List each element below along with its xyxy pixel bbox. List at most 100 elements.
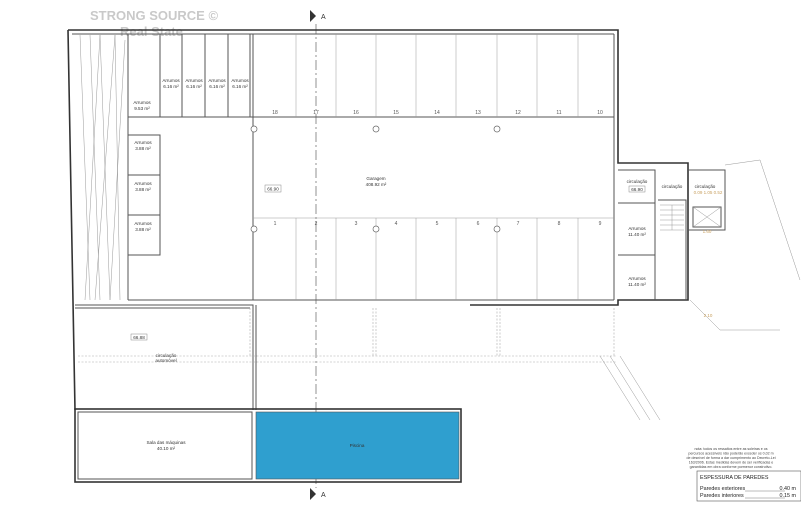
svg-text:Arrumos: Arrumos xyxy=(628,276,646,281)
parking-numbers-top: 18 17 16 15 14 13 12 11 10 xyxy=(272,110,603,116)
svg-text:circulação: circulação xyxy=(695,184,716,189)
svg-text:40.10 m²: 40.10 m² xyxy=(157,446,176,451)
parking-number: 6 xyxy=(477,221,480,227)
pool xyxy=(255,411,460,480)
svg-text:Arrumos: Arrumos xyxy=(134,181,152,186)
parking-number: 18 xyxy=(272,110,278,116)
parking-number: 11 xyxy=(556,110,561,116)
parking-number: 10 xyxy=(597,110,603,116)
svg-text:3.88 m²: 3.88 m² xyxy=(135,146,151,151)
svg-text:408.92 m²: 408.92 m² xyxy=(366,182,387,187)
svg-text:Arrumos: Arrumos xyxy=(134,221,152,226)
car-circulation-label: 66.88 circulação automóvel xyxy=(130,333,177,363)
svg-text:Paredes interiores: Paredes interiores xyxy=(700,493,744,499)
pool-label: Piscina xyxy=(350,443,365,448)
parking-number: 4 xyxy=(395,221,398,227)
site-boundary xyxy=(689,159,801,331)
svg-text:de desnível de forma a dar cum: de desnível de forma a dar cumprimento a… xyxy=(686,456,775,460)
svg-text:6.16 m²: 6.16 m² xyxy=(232,84,248,89)
svg-text:163/2006. Estas medidas devem: 163/2006. Estas medidas devem de ser ver… xyxy=(689,461,774,465)
parking-number: 8 xyxy=(558,221,561,227)
parking-stall-lines xyxy=(253,34,614,300)
svg-text:3.88 m²: 3.88 m² xyxy=(135,227,151,232)
lower-walls xyxy=(75,304,257,410)
watermark-line2: Real State xyxy=(120,24,183,39)
storage-left-partitions xyxy=(128,134,161,256)
parking-number: 14 xyxy=(434,110,440,116)
ramp-exterior xyxy=(599,355,661,421)
structural-columns xyxy=(250,125,501,233)
svg-text:9.53 m²: 9.53 m² xyxy=(134,106,150,111)
parking-number: 5 xyxy=(436,221,439,227)
accessibility-note: nota: todos os ressaltos entre as soleir… xyxy=(686,447,775,469)
svg-text:circulação: circulação xyxy=(662,184,683,189)
svg-text:1.60: 1.60 xyxy=(703,229,712,234)
svg-text:Arrumos: Arrumos xyxy=(208,78,226,83)
svg-text:Paredes exteriores: Paredes exteriores xyxy=(700,486,746,492)
svg-text:66.90: 66.90 xyxy=(631,187,643,192)
storage-partitions xyxy=(159,34,251,117)
svg-text:Arrumos: Arrumos xyxy=(628,226,646,231)
svg-text:0.40 m: 0.40 m xyxy=(780,486,797,492)
svg-text:11.40 m²: 11.40 m² xyxy=(628,282,646,287)
garage-label: Garagem 408.92 m² xyxy=(366,176,387,187)
right-block-walls xyxy=(618,169,726,300)
section-marker-top: A xyxy=(310,10,326,22)
svg-text:Arrumos: Arrumos xyxy=(185,78,203,83)
wall-thickness-table: ESPESSURA DE PAREDES Paredes exteriores … xyxy=(696,470,801,502)
svg-text:percursos acessíveis não poder: percursos acessíveis não poderão exceder… xyxy=(688,452,773,456)
storage-large-label: Arrumos 9.53 m² xyxy=(133,100,151,111)
svg-text:6.16 m²: 6.16 m² xyxy=(163,84,179,89)
interior-walls xyxy=(72,33,615,301)
svg-text:circulação: circulação xyxy=(156,353,177,358)
svg-text:circulação: circulação xyxy=(627,179,648,184)
dimension-bottom-right: 2.10 xyxy=(704,313,713,318)
parking-number: 17 xyxy=(313,110,319,116)
parking-number: 1 xyxy=(274,221,277,227)
elevator: 1.60 0.09 1.05 0.52 xyxy=(692,190,723,234)
svg-text:Garagem: Garagem xyxy=(366,176,385,181)
svg-text:Sala das máquinas: Sala das máquinas xyxy=(146,440,186,445)
svg-text:A: A xyxy=(321,492,326,499)
stairs xyxy=(660,204,684,231)
svg-text:3.88 m²: 3.88 m² xyxy=(135,187,151,192)
parking-number: 15 xyxy=(393,110,399,116)
garage-level-tag: 66.90 xyxy=(264,184,282,193)
svg-text:11.40 m²: 11.40 m² xyxy=(628,232,646,237)
pool-enclosure xyxy=(74,408,462,483)
svg-text:Arrumos: Arrumos xyxy=(134,140,152,145)
svg-text:0.09 1.05 0.52: 0.09 1.05 0.52 xyxy=(694,190,723,195)
svg-text:6.16 m²: 6.16 m² xyxy=(186,84,202,89)
parking-number: 13 xyxy=(475,110,481,116)
parking-numbers-bottom: 1 2 3 4 5 6 7 8 9 xyxy=(274,221,602,227)
parking-number: 3 xyxy=(355,221,358,227)
svg-text:Arrumos: Arrumos xyxy=(162,78,180,83)
exterior-wall xyxy=(67,29,689,411)
ramp xyxy=(79,34,126,301)
svg-text:Arrumos: Arrumos xyxy=(133,100,151,105)
svg-text:0.15 m: 0.15 m xyxy=(780,493,797,499)
parking-number: 2 xyxy=(315,221,318,227)
svg-text:66.88: 66.88 xyxy=(133,335,145,340)
svg-text:garantidas em obra conforme po: garantidas em obra conforme pormenor con… xyxy=(690,465,773,469)
svg-text:6.16 m²: 6.16 m² xyxy=(209,84,225,89)
machine-room xyxy=(77,411,253,480)
circulation-right-labels: circulação 66.90 circulação circulação xyxy=(627,179,716,193)
svg-text:nota: todos os ressaltos entre: nota: todos os ressaltos entre as soleir… xyxy=(694,447,767,451)
svg-text:Arrumos: Arrumos xyxy=(231,78,249,83)
parking-number: 9 xyxy=(599,221,602,227)
watermark-line1: STRONG SOURCE © xyxy=(90,8,218,23)
svg-text:A: A xyxy=(321,14,326,21)
svg-text:automóvel: automóvel xyxy=(155,358,176,363)
svg-text:ESPESSURA DE PAREDES: ESPESSURA DE PAREDES xyxy=(700,475,769,481)
svg-text:66.90: 66.90 xyxy=(267,187,279,192)
parking-number: 7 xyxy=(517,221,520,227)
parking-number: 12 xyxy=(515,110,521,116)
parking-number: 16 xyxy=(353,110,359,116)
section-marker-bottom: A xyxy=(310,488,326,500)
machine-room-label: Sala das máquinas 40.10 m² xyxy=(146,440,186,451)
